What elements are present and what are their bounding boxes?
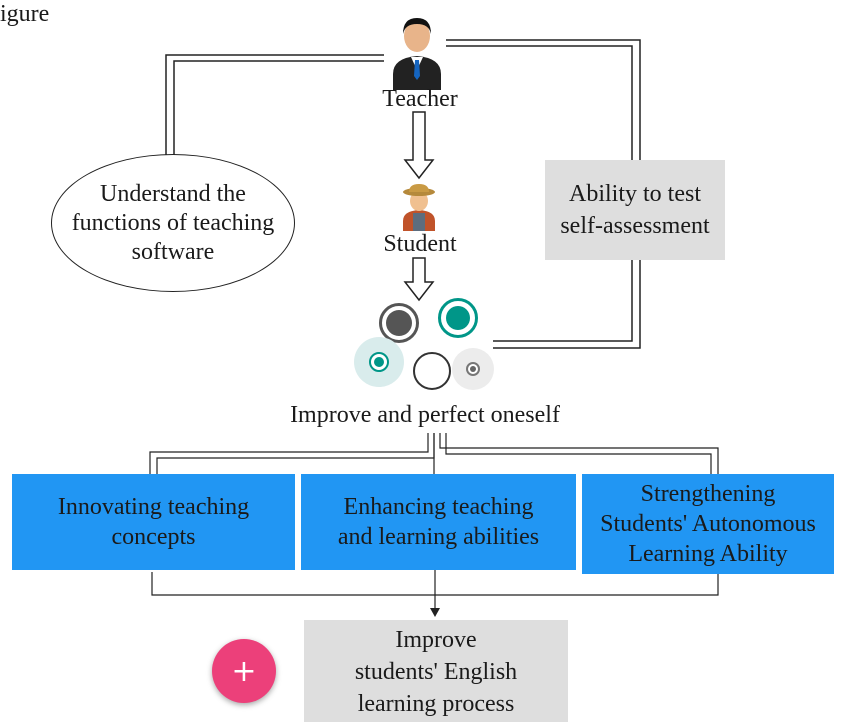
improve-oneself-caption: Improve and perfect oneself (290, 402, 560, 428)
caption-fragment: igure (0, 1, 50, 27)
grey-dot-icon (452, 348, 494, 390)
innovating-concepts-box: Innovating teaching concepts (12, 474, 295, 570)
plus-icon: + (231, 653, 257, 689)
student-label: Student (383, 231, 457, 257)
teal-dot-icon (354, 337, 404, 387)
english-learning-box: Improve students' English learning proce… (304, 620, 568, 722)
student-icon (397, 183, 441, 231)
software-functions-ellipse: Understand the functions of teaching sof… (51, 154, 295, 292)
dark-grey-ring-icon (379, 303, 419, 343)
self-assessment-box: Ability to test self-assessment (545, 160, 725, 260)
add-button[interactable]: + (212, 639, 276, 703)
teacher-label: Teacher (382, 86, 458, 112)
businessman-icon (387, 10, 447, 90)
empty-ring-icon (413, 352, 451, 390)
autonomous-learning-box: Strengthening Students' Autonomous Learn… (582, 474, 834, 574)
teal-ring-icon (438, 298, 478, 338)
enhancing-abilities-box: Enhancing teaching and learning abilitie… (301, 474, 576, 570)
